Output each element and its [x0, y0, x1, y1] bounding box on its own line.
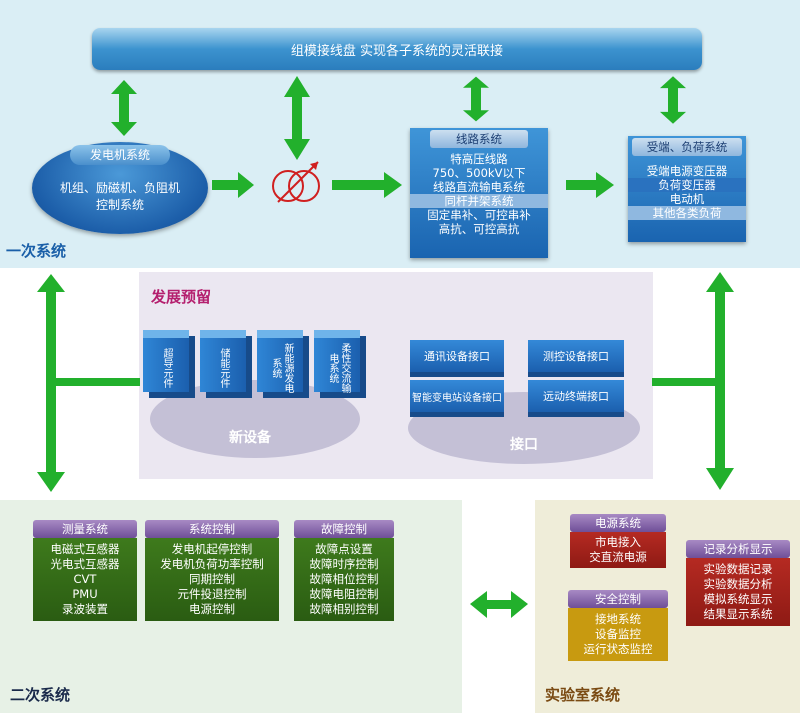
primary-zone-label: 一次系统: [6, 242, 67, 260]
line-system-title: 线路系统: [430, 130, 528, 148]
fault-row: 故障相位控制: [309, 572, 379, 586]
measurement-row: 光电式互感器: [50, 557, 120, 571]
interfaces-label: 接口: [510, 437, 538, 453]
lab-zone-label: 实验室系统: [545, 686, 621, 704]
arrow-load-lab: [652, 272, 734, 490]
measurement-title: 测量系统: [33, 520, 137, 538]
record-row: 实验数据分析: [703, 577, 773, 591]
arrow-bus-load: [660, 76, 686, 124]
arrow-secondary-lab: [470, 591, 528, 618]
arrow-transformer-line: [332, 172, 402, 198]
wiring-panel-bus: 组模接线盘 实现各子系统的灵活联接: [92, 28, 702, 70]
record-row: 模拟系统显示: [703, 592, 773, 606]
transformer-icon: [272, 161, 320, 203]
arrow-line-load: [566, 172, 614, 198]
generator-title: 发电机系统: [70, 145, 170, 165]
cube-top: [143, 330, 189, 338]
safety-row: 设备监控: [595, 627, 641, 641]
record-row: 结果显示系统: [703, 607, 773, 621]
load-system-row: 其他各类负荷: [628, 206, 746, 220]
line-system-row: 固定串补、可控串补: [427, 208, 531, 222]
generator-body: 机组、励磁机、负阻机 控制系统: [40, 180, 200, 214]
arrow-bus-generator: [111, 80, 137, 136]
safety-row: 接地系统: [595, 612, 641, 626]
cube-top: [257, 330, 303, 338]
cube-new-energy: 新能源发电系统: [257, 330, 303, 393]
cube-label: 柔性交流输电系统: [327, 343, 350, 393]
measurement-row: CVT: [73, 572, 97, 586]
new-equipment-label: 新设备: [229, 430, 271, 446]
bar-measure-interface: 测控设备接口: [528, 340, 624, 372]
new-equipment-base: [150, 380, 360, 458]
bar-comm-interface: 通讯设备接口: [410, 340, 504, 372]
cube-facts: 柔性交流输电系统: [314, 330, 360, 393]
fault-row: 故障时序控制: [309, 557, 379, 571]
cube-storage: 储能元件: [200, 330, 246, 392]
cube-superconductor: 超导元件: [143, 330, 189, 392]
power-title: 电源系统: [570, 514, 666, 532]
fault-row: 故障相别控制: [309, 602, 379, 616]
record-title: 记录分析显示: [686, 540, 790, 558]
generator-line: 控制系统: [95, 198, 144, 212]
control-row: 发电机负荷功率控制: [160, 557, 264, 571]
line-system-row: 高抗、可控高抗: [438, 222, 520, 236]
cube-top: [314, 330, 360, 338]
load-system-row: 受端电源变压器: [646, 164, 728, 178]
fault-title: 故障控制: [294, 520, 394, 538]
arrow-gen-transformer: [212, 172, 254, 198]
safety-row: 运行状态监控: [583, 642, 653, 656]
measurement-row: 录波装置: [62, 602, 108, 616]
control-row: 同期控制: [189, 572, 235, 586]
record-analysis-display: 记录分析显示 实验数据记录 实验数据分析 模拟系统显示 结果显示系统: [686, 540, 790, 626]
cube-label: 超导元件: [161, 348, 172, 388]
bus-label: 组模接线盘 实现各子系统的灵活联接: [290, 43, 504, 59]
line-system-row: 特高压线路: [450, 152, 508, 166]
system-control: 系统控制 发电机起停控制 发电机负荷功率控制 同期控制 元件投退控制 电源控制: [145, 520, 279, 621]
arrow-primary-secondary: [37, 274, 140, 492]
cube-label: 储能元件: [218, 348, 229, 388]
measurement-system: 测量系统 电磁式互感器 光电式互感器 CVT PMU 录波装置: [33, 520, 137, 621]
control-title: 系统控制: [145, 520, 279, 538]
line-system-row: 750、500kV以下: [432, 166, 526, 180]
safety-title: 安全控制: [568, 590, 668, 608]
control-row: 电源控制: [189, 602, 235, 616]
development-title: 发展预留: [151, 288, 212, 306]
load-system-title: 受端、负荷系统: [632, 138, 742, 156]
control-row: 发电机起停控制: [171, 542, 253, 556]
load-system-row: 负荷变压器: [628, 178, 746, 192]
load-system-row: 电动机: [669, 192, 705, 206]
measurement-row: 电磁式互感器: [50, 542, 120, 556]
line-system-row: 同杆并架系统: [410, 194, 548, 208]
line-system: 线路系统 特高压线路 750、500kV以下 线路直流输电系统 同杆并架系统 固…: [410, 128, 548, 258]
line-system-row: 线路直流输电系统: [433, 180, 525, 194]
cube-label: 新能源发电系统: [270, 343, 293, 393]
power-row: 市电接入: [595, 535, 641, 549]
fault-row: 故障点设置: [315, 542, 373, 556]
measurement-row: PMU: [72, 587, 98, 601]
fault-row: 故障电阻控制: [309, 587, 379, 601]
bar-rtu-interface: 远动终端接口: [528, 380, 624, 412]
safety-control: 安全控制 接地系统 设备监控 运行状态监控: [568, 590, 668, 661]
record-row: 实验数据记录: [703, 562, 773, 576]
load-system: 受端、负荷系统 受端电源变压器 负荷变压器 电动机 其他各类负荷: [628, 136, 746, 242]
secondary-zone-label: 二次系统: [10, 686, 71, 704]
arrow-bus-transformer: [284, 76, 310, 160]
power-row: 交直流电源: [589, 550, 647, 564]
arrow-bus-line: [463, 76, 489, 122]
fault-control: 故障控制 故障点设置 故障时序控制 故障相位控制 故障电阻控制 故障相别控制: [294, 520, 394, 621]
control-row: 元件投退控制: [177, 587, 247, 601]
generator-line: 机组、励磁机、负阻机: [59, 181, 180, 195]
bar-smart-substation-interface: 智能变电站设备接口: [410, 380, 504, 412]
cube-top: [200, 330, 246, 338]
power-system: 电源系统 市电接入 交直流电源: [570, 514, 666, 568]
